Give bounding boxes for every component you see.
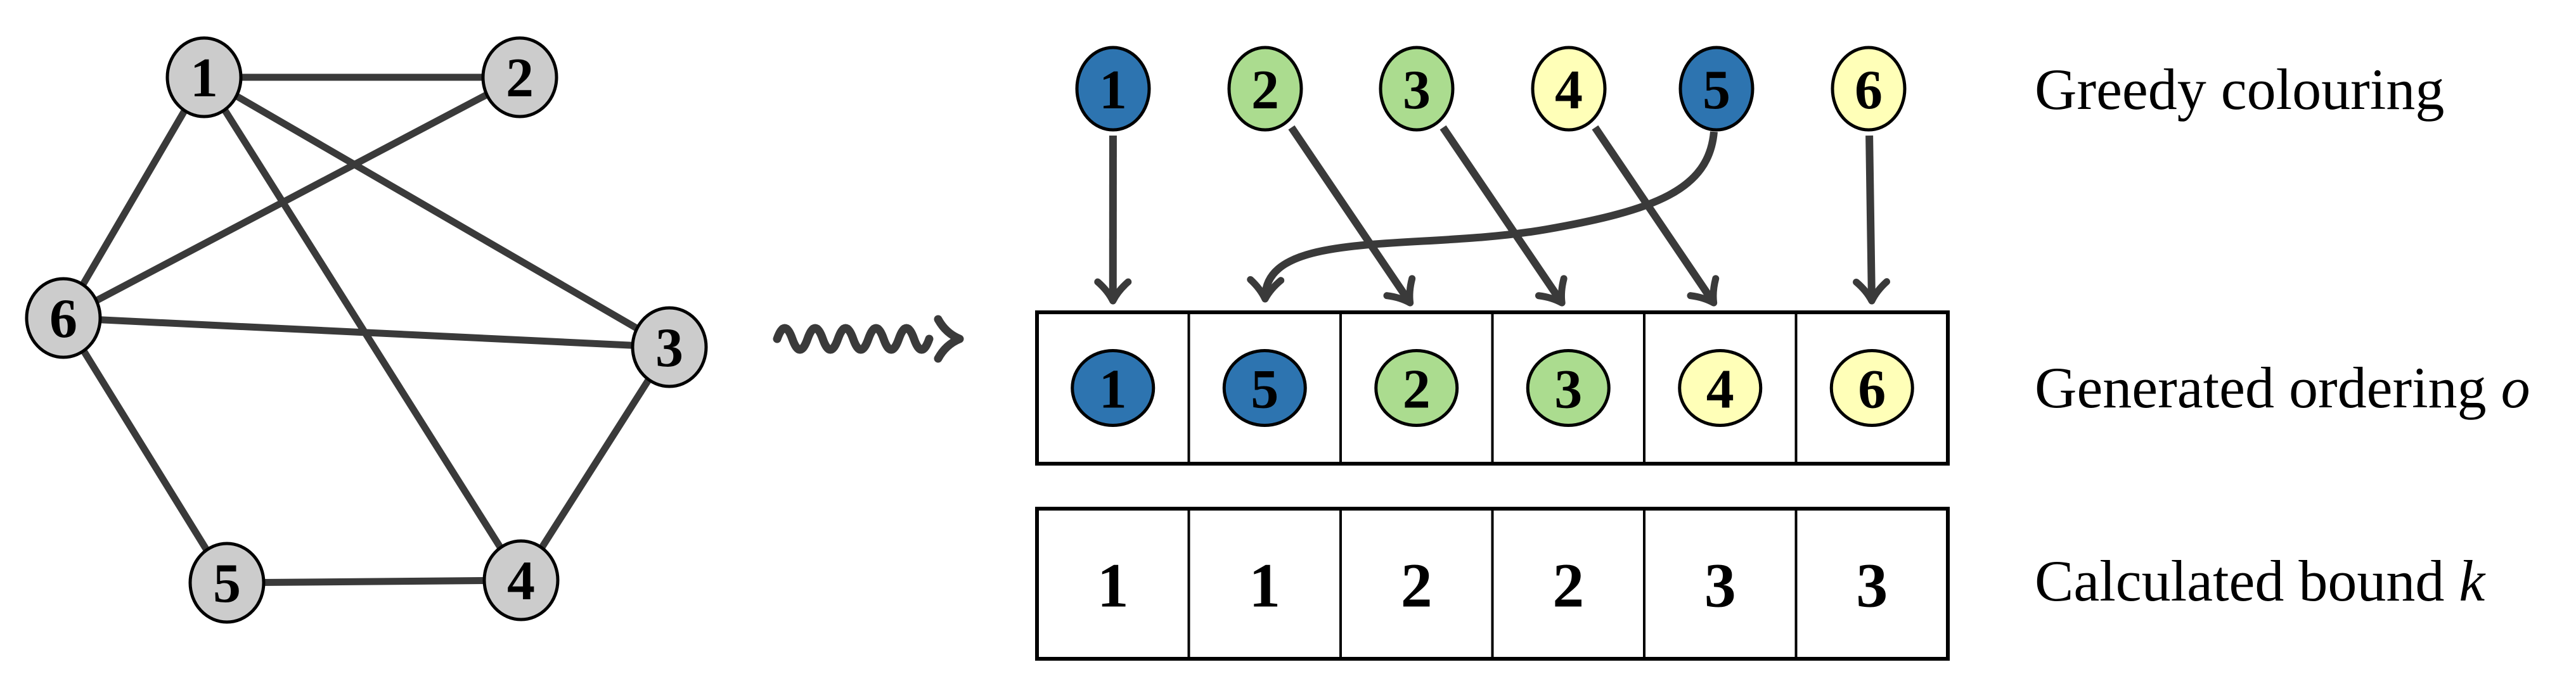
greedy-circle-label: 6: [1855, 60, 1883, 121]
graph-node-label: 6: [49, 288, 77, 350]
bound-value-4: 2: [1552, 550, 1584, 621]
ordering-arrows: [1094, 125, 1891, 307]
graph-edge-5-6: [60, 316, 230, 585]
graph-edge-1-4: [201, 75, 524, 582]
calculated-bound-row: 1 1 2 2 3 3: [1035, 507, 1950, 661]
ordering-cell-6: 6: [1829, 349, 1914, 427]
greedy-circle-shape: [1227, 46, 1303, 132]
calculated-bound-label: Calculated bound k: [2035, 549, 2486, 613]
greedy-circle-2: 2: [1227, 46, 1303, 132]
graph-edge-3-4: [518, 345, 673, 582]
ordering-circle-shape: [1071, 349, 1156, 427]
greedy-circle-shape: [1831, 46, 1907, 132]
bound-value-3: 2: [1401, 550, 1433, 621]
graph-edge-2-6: [61, 74, 522, 321]
ordering-circle-label: 6: [1858, 359, 1886, 421]
generated-ordering-row: 1 5 2 3 4 6: [1035, 310, 1950, 466]
greedy-circle-4: 4: [1531, 46, 1607, 132]
ordering-cell-2: 5: [1222, 349, 1307, 427]
greedy-circle-label: 2: [1251, 60, 1279, 121]
bound-value-6: 3: [1856, 550, 1888, 621]
ordering-circle-shape: [1526, 349, 1611, 427]
bound-value-2: 1: [1249, 550, 1280, 621]
ordering-cell-4: 3: [1526, 349, 1611, 427]
graph-node-4: 4: [482, 539, 560, 621]
generated-ordering-label-text: Generated ordering: [2035, 355, 2501, 420]
arrow-vertex-3-to-slot-4: [1439, 125, 1568, 307]
graph-node-label: 5: [213, 553, 241, 614]
greedy-circle-1: 1: [1075, 46, 1151, 132]
graph-node-6: 6: [25, 277, 102, 359]
graph-edge-1-3: [202, 74, 671, 350]
arrow-vertex-6-to-slot-6: [1853, 135, 1891, 305]
greedy-circle-label: 1: [1099, 60, 1127, 121]
graph-node-circle: [631, 306, 708, 388]
bound-value-5: 3: [1704, 550, 1736, 621]
graph-node-label: 4: [507, 550, 535, 612]
greedy-circle-5: 5: [1678, 46, 1755, 132]
graph-edge-1-6: [60, 75, 207, 320]
greedy-circle-6: 6: [1831, 46, 1907, 132]
ordering-circle-label: 3: [1554, 359, 1582, 421]
graph-node-circle: [481, 36, 558, 118]
bound-value-1: 1: [1097, 550, 1129, 621]
ordering-cell-1: 1: [1071, 349, 1156, 427]
ordering-circle-shape: [1678, 349, 1763, 427]
ordering-circle-label: 2: [1403, 359, 1431, 421]
ordering-circle-shape: [1374, 349, 1459, 427]
graph-node-label: 1: [190, 48, 218, 109]
greedy-colouring-row: 1 2 3 4 5 6: [1075, 46, 1907, 132]
ordering-circle-label: 4: [1706, 359, 1734, 421]
arrow-vertex-4-to-slot-5: [1592, 125, 1720, 307]
graph-nodes: 1 2 3 4 5 6: [25, 36, 708, 624]
ordering-cell-5: 4: [1678, 349, 1763, 427]
ordering-symbol-o: o: [2501, 355, 2530, 420]
greedy-colouring-label: Greedy colouring: [2035, 57, 2444, 122]
greedy-circle-shape: [1678, 46, 1755, 132]
ordering-circle-label: 5: [1251, 359, 1278, 421]
calculated-bound-label-text: Calculated bound: [2035, 549, 2459, 613]
graph-node-3: 3: [631, 306, 708, 388]
graph-node-circle: [188, 542, 266, 624]
greedy-circle-shape: [1531, 46, 1607, 132]
greedy-circle-3: 3: [1379, 46, 1455, 132]
greedy-circle-label: 3: [1403, 60, 1431, 121]
ordering-circle-shape: [1222, 349, 1307, 427]
graph-edge-3-6: [63, 314, 670, 351]
squiggly-arrow-icon: [773, 315, 964, 363]
ordering-circle-shape: [1829, 349, 1914, 427]
graph-node-circle: [25, 277, 102, 359]
bound-symbol-k: k: [2459, 549, 2486, 613]
arrow-vertex-5-to-slot-2: [1247, 131, 1718, 303]
greedy-circle-label: 5: [1703, 60, 1730, 121]
graph-edge-4-5: [226, 576, 522, 587]
greedy-circle-shape: [1075, 46, 1151, 132]
graph-node-2: 2: [481, 36, 558, 118]
graph-node-label: 3: [655, 317, 683, 379]
arrow-vertex-2-to-slot-3: [1288, 125, 1416, 307]
greedy-circle-shape: [1379, 46, 1455, 132]
ordering-cell-3: 2: [1374, 349, 1459, 427]
graph-node-circle: [165, 36, 243, 118]
graph-node-1: 1: [165, 36, 243, 118]
graph-node-label: 2: [506, 48, 534, 109]
generated-ordering-label: Generated ordering o: [2035, 355, 2530, 420]
ordering-circle-label: 1: [1099, 359, 1127, 421]
greedy-circle-label: 4: [1555, 60, 1583, 121]
graph-node-circle: [482, 539, 560, 621]
graph-node-5: 5: [188, 542, 266, 624]
graph-edges: [60, 73, 673, 587]
